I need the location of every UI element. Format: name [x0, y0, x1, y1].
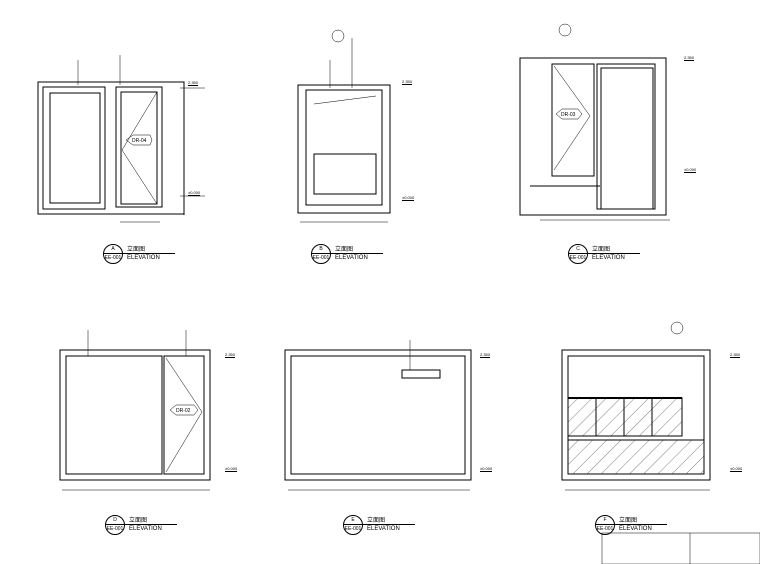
elevation-subtitle: ELEVATION [335, 255, 368, 261]
door-tag-c: DR-03 [555, 108, 583, 120]
sheet-number: EE-001 [106, 524, 124, 532]
elevation-subtitle: ELEVATION [592, 255, 625, 261]
elevation-letter: A [111, 246, 115, 252]
elevation-title: 立面图 [592, 247, 611, 253]
level-floor-e: ±0.000 [480, 466, 493, 472]
sheet-number: EE-001 [312, 253, 330, 261]
level-floor-d: ±0.000 [225, 466, 238, 472]
sheet-number: EE-001 [104, 253, 122, 261]
elevation-c [519, 23, 670, 221]
elevation-a [37, 55, 205, 223]
sheet-number: EE-001 [596, 524, 614, 532]
elevation-b [297, 29, 391, 223]
elevation-letter: C [576, 246, 580, 252]
elevation-title: 立面图 [129, 518, 148, 524]
svg-text:DR-03: DR-03 [561, 112, 576, 118]
elevation-letter: E [351, 517, 355, 523]
elevation-title: 立面图 [127, 247, 146, 253]
elevation-d [59, 330, 211, 491]
elevation-title: 立面图 [367, 518, 386, 524]
title-block [601, 532, 760, 564]
elevation-letter: D [113, 517, 117, 523]
elevation-letter: F [603, 517, 607, 523]
sheet-number: EE-001 [569, 253, 587, 261]
elevation-f [561, 321, 711, 491]
level-floor-c: ±0.000 [684, 167, 697, 173]
door-tag-a: DR-04 [125, 134, 153, 146]
sheet-number: EE-001 [344, 524, 362, 532]
svg-text:DR-02: DR-02 [176, 408, 191, 414]
elevation-subtitle: ELEVATION [127, 255, 160, 261]
svg-text:DR-04: DR-04 [132, 138, 147, 144]
elevation-title: 立面图 [619, 518, 638, 524]
level-ceiling-f: 2.350 [730, 352, 741, 358]
level-ceiling-b: 2.350 [402, 79, 413, 85]
elevation-e [284, 340, 472, 491]
level-ceiling-e: 2.350 [480, 352, 491, 358]
level-floor-f: ±0.000 [730, 466, 743, 472]
level-ceiling-c: 2.350 [684, 55, 695, 61]
level-ceiling-a: 2.350 [188, 80, 199, 86]
elevation-letter: B [319, 246, 323, 252]
elevation-title: 立面图 [335, 247, 354, 253]
level-ceiling-d: 2.350 [225, 352, 236, 358]
level-floor-b: ±0.000 [402, 195, 415, 201]
elevation-subtitle: ELEVATION [367, 526, 400, 532]
elevation-subtitle: ELEVATION [129, 526, 162, 532]
elevation-subtitle: ELEVATION [619, 526, 652, 532]
level-floor-a: ±0.000 [188, 190, 201, 196]
door-tag-d: DR-02 [169, 404, 199, 416]
